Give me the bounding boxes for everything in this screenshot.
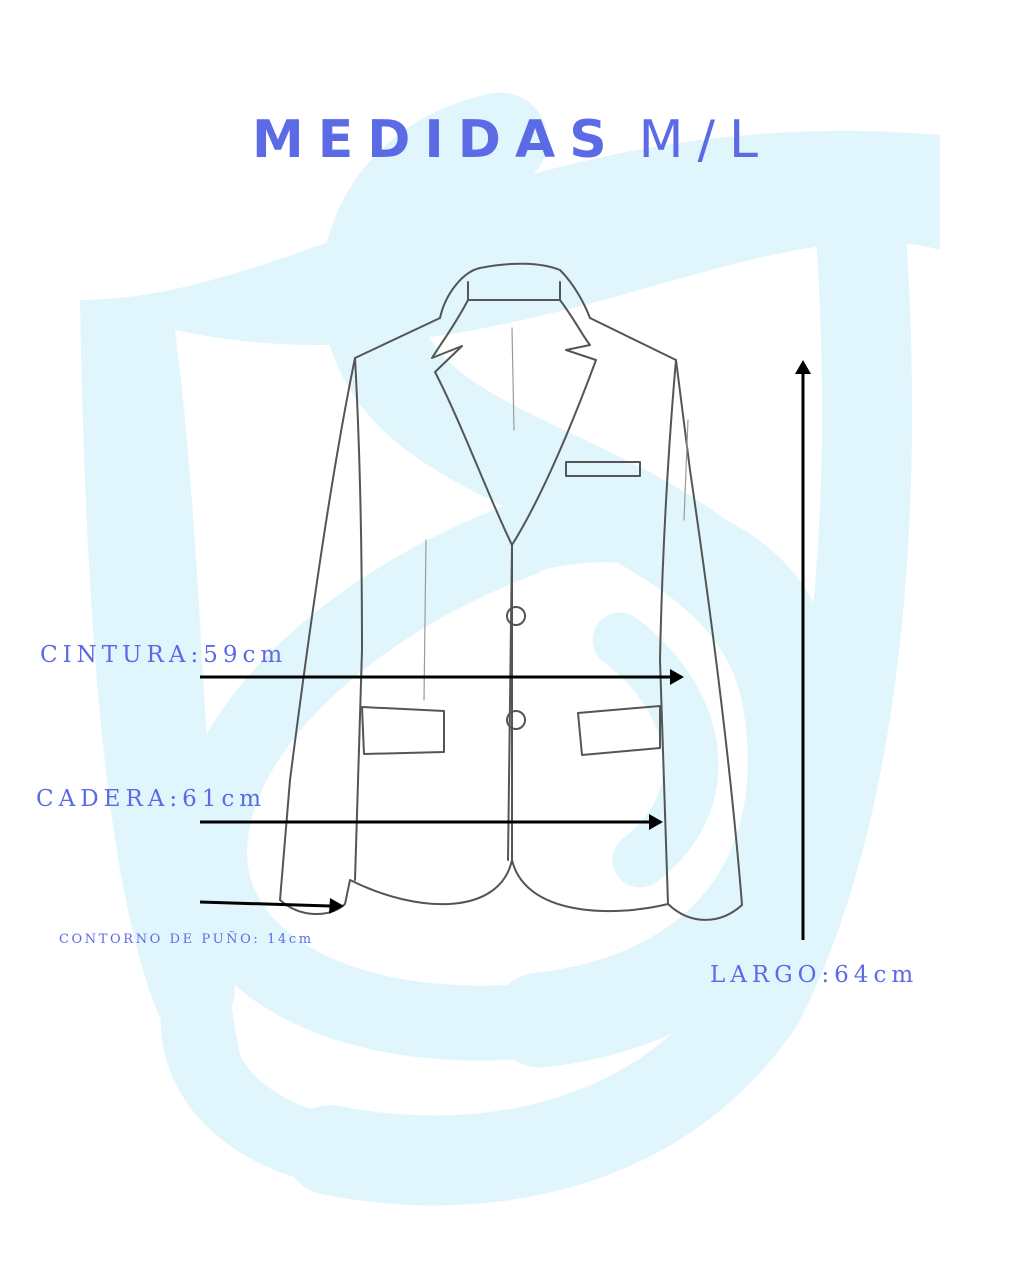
puno-label: CONTORNO DE PUÑO: 14cm [59,932,314,947]
left-flap-pocket [361,706,445,755]
page-title: MEDIDAS M/L [0,110,1024,170]
cintura-arrowhead [670,669,684,685]
left-sleeve-seam [354,357,363,881]
largo-arrowhead [795,360,811,374]
title-bold: MEDIDAS [252,110,621,170]
measurement-arrows [199,360,811,940]
right-lapel [511,299,597,861]
right-flap-pocket [577,705,661,756]
puno-arrowhead [329,898,344,914]
watermark-logo [80,92,940,1206]
collar-band [467,281,561,301]
cadera-arrowhead [649,814,663,830]
left-lapel [431,299,513,546]
puno-arrow-line [199,900,331,908]
title-size: M/L [638,110,772,170]
button-upper [506,606,526,626]
right-sleeve-seam [659,359,677,905]
largo-label: LARGO:64cm [710,962,919,988]
chest-pocket [565,461,641,477]
cintura-label: CINTURA:59cm [40,642,288,668]
button-lower [506,710,526,730]
jacket-outline [279,262,743,921]
jacket-collar [439,262,591,319]
cadera-label: CADERA:61cm [36,786,267,812]
center-front [507,544,513,861]
